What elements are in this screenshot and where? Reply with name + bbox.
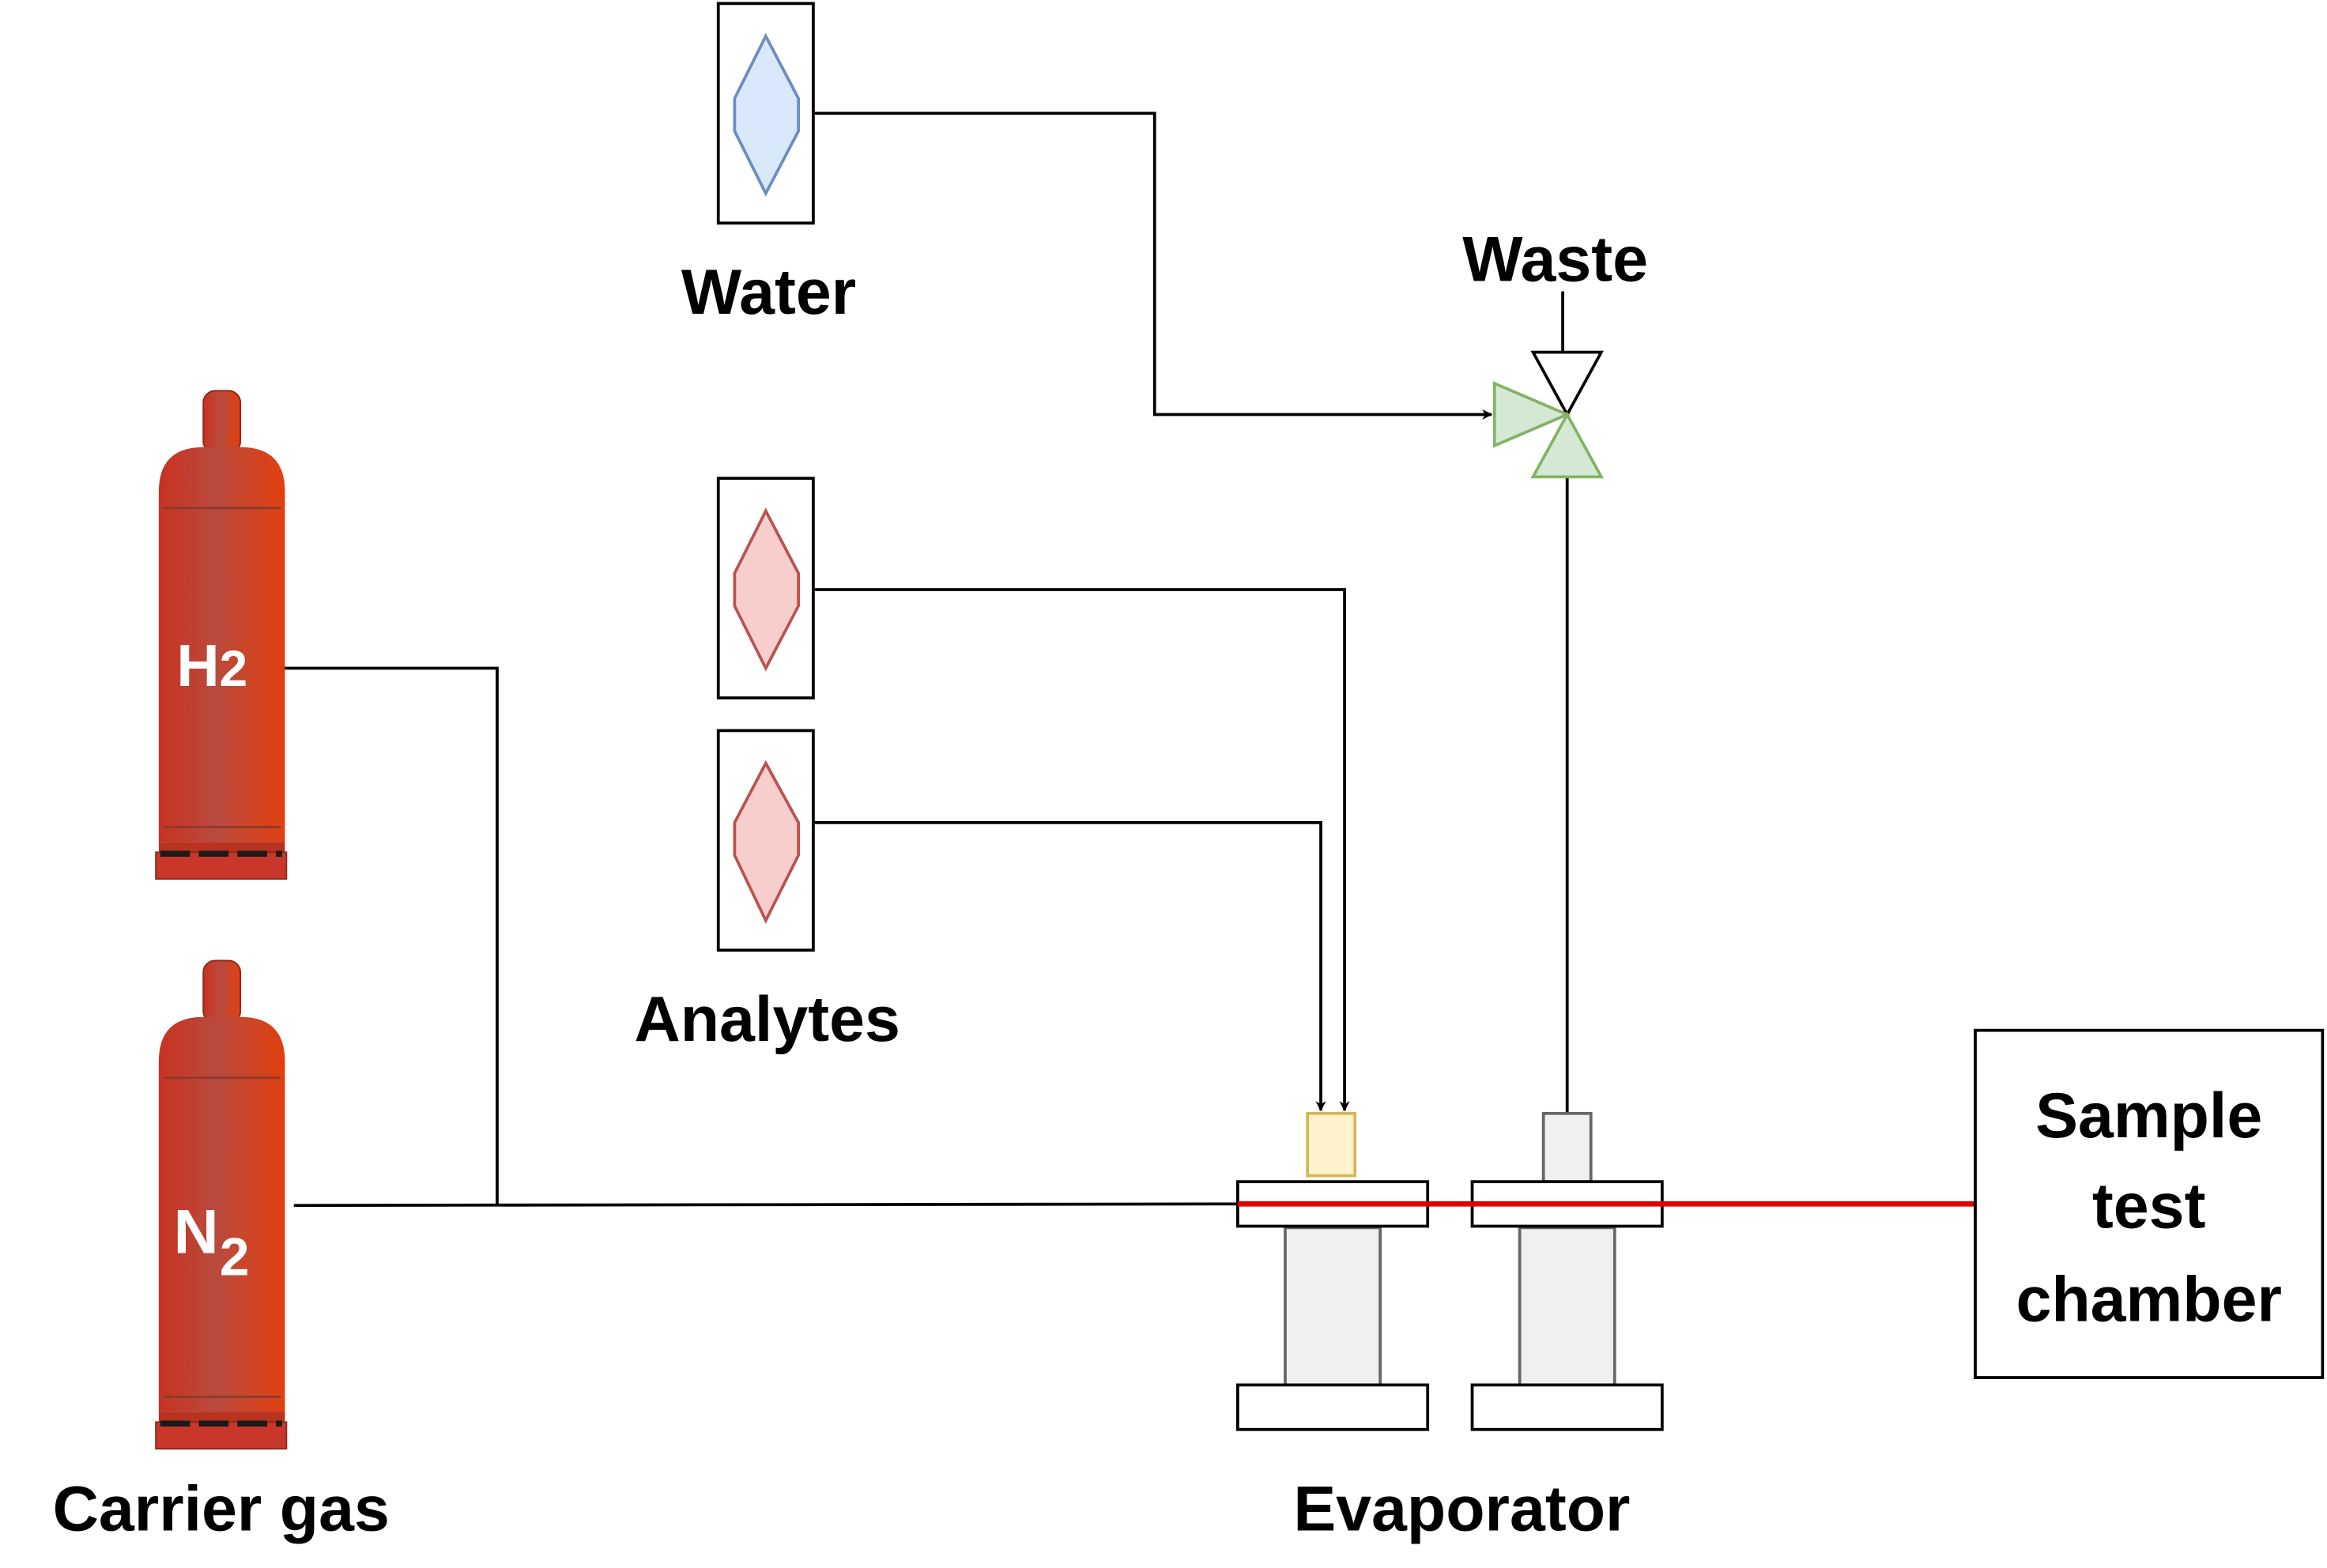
n2-cylinder: N 2 xyxy=(155,959,288,1450)
sample-test-chamber: Sample test chamber xyxy=(1974,1028,2325,1379)
valve-top-port xyxy=(1530,350,1605,418)
evaporator-unit-1 xyxy=(1236,1111,1430,1431)
valve-left-port xyxy=(1492,381,1571,448)
analyte-line-2 xyxy=(798,820,1326,1112)
waste-label: Waste xyxy=(1462,224,1648,296)
evaporator-label: Evaporator xyxy=(1293,1473,1630,1544)
analytes-label: Analytes xyxy=(634,984,899,1055)
carrier-gas-label: Carrier gas xyxy=(53,1473,390,1544)
n2-line xyxy=(293,1202,1238,1208)
n2-subscript: 2 xyxy=(220,1227,250,1287)
chamber-label-line3: chamber xyxy=(2016,1265,2281,1336)
reservoir-diamond-icon xyxy=(733,507,800,672)
analyte-line-1 xyxy=(814,588,1350,1112)
connections xyxy=(285,111,1569,1208)
water-label: Water xyxy=(681,257,856,328)
water-line xyxy=(814,111,1493,420)
valve-bottom-port xyxy=(1530,411,1605,479)
chamber-label-line1: Sample xyxy=(2035,1080,2262,1152)
water-reservoir xyxy=(716,2,815,225)
analyte-reservoir-2 xyxy=(716,729,815,952)
h2-line xyxy=(285,666,499,1206)
evaporator-unit-2 xyxy=(1470,1111,1664,1431)
reservoir-diamond-icon xyxy=(733,32,800,197)
h2-symbol: H2 xyxy=(176,632,247,699)
chamber-label-line2: test xyxy=(2092,1170,2206,1242)
reservoir-diamond-icon xyxy=(733,760,800,925)
three-way-valve-icon xyxy=(1492,350,1605,479)
evaporator-inlet xyxy=(1306,1111,1357,1178)
h2-cylinder: H2 xyxy=(155,390,288,880)
analyte-reservoir-1 xyxy=(716,477,815,699)
gas-cylinder-icon xyxy=(155,959,288,1450)
n2-symbol: N xyxy=(174,1197,219,1266)
gas-cylinder-icon xyxy=(155,390,288,880)
